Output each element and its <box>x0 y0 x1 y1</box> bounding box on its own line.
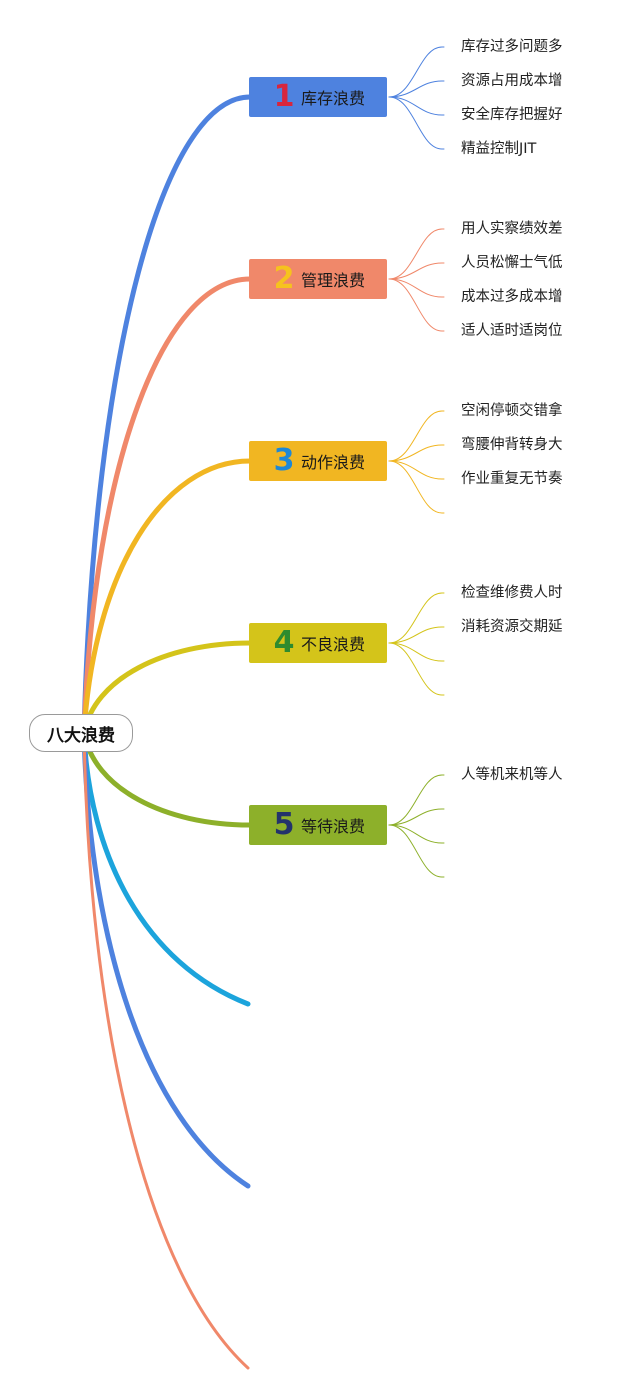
leaf-connector-line <box>388 824 445 844</box>
leaf-connector-line <box>388 96 445 150</box>
topic-number: 4 <box>273 625 295 660</box>
leaf-item[interactable]: 精益控制JIT <box>461 141 537 157</box>
leaf-item[interactable]: 弯腰伸背转身大 <box>461 437 563 453</box>
empty-branch-line <box>81 730 251 1189</box>
topic-number: 5 <box>273 807 295 842</box>
leaf-item[interactable]: 成本过多成本增 <box>461 289 563 305</box>
leaf-connector-line <box>388 642 445 696</box>
leaf-connector-line <box>388 278 445 298</box>
main-branch-line <box>81 730 253 828</box>
leaf-connector-line <box>388 46 445 98</box>
topic-motion-waste[interactable]: 3 动作浪费 <box>249 441 387 481</box>
empty-branch-line <box>82 731 250 1370</box>
leaf-connector-line <box>388 824 445 878</box>
topic-label: 动作浪费 <box>301 453 366 472</box>
leaf-item[interactable]: 空闲停顿交错拿 <box>461 403 563 419</box>
leaf-connector-line <box>388 642 445 662</box>
topic-number: 3 <box>273 443 295 478</box>
leaf-item[interactable]: 作业重复无节奏 <box>461 471 563 487</box>
leaf-connector-line <box>388 444 445 462</box>
root-label: 八大浪费 <box>47 725 115 746</box>
leaf-item[interactable]: 资源占用成本增 <box>461 73 563 89</box>
leaf-connector-line <box>388 808 445 826</box>
leaf-item[interactable]: 安全库存把握好 <box>461 107 563 123</box>
leaf-connector-line <box>388 460 445 480</box>
leaf-item[interactable]: 人等机来机等人 <box>461 767 563 783</box>
leaf-item[interactable]: 检查维修费人时 <box>461 585 563 601</box>
leaf-connector-line <box>388 592 445 644</box>
main-branch-line <box>81 94 253 736</box>
topic-inventory-waste[interactable]: 1 库存浪费 <box>249 77 387 117</box>
leaf-connector-line <box>388 96 445 116</box>
leaf-connector-line <box>388 228 445 280</box>
topic-waiting-waste[interactable]: 5 等待浪费 <box>249 805 387 845</box>
root-node[interactable]: 八大浪费 <box>29 714 133 752</box>
leaf-item[interactable]: 消耗资源交期延 <box>461 619 563 635</box>
topic-management-waste[interactable]: 2 管理浪费 <box>249 259 387 299</box>
topic-defect-waste[interactable]: 4 不良浪费 <box>249 623 387 663</box>
leaf-item[interactable]: 用人实察绩效差 <box>461 221 563 237</box>
leaf-item[interactable]: 人员松懈士气低 <box>461 255 563 271</box>
leaf-connector-line <box>388 774 445 826</box>
leaf-connector-line <box>388 262 445 280</box>
leaf-connector-line <box>388 460 445 514</box>
topic-number: 1 <box>273 79 295 114</box>
leaf-item[interactable]: 适人适时适岗位 <box>461 323 563 339</box>
leaf-connector-line <box>388 80 445 98</box>
empty-branch-line <box>81 730 251 1007</box>
topic-label: 不良浪费 <box>301 635 366 654</box>
main-branch-line <box>81 276 253 736</box>
leaf-item[interactable]: 库存过多问题多 <box>461 39 563 55</box>
main-branch-line <box>81 458 253 736</box>
topic-label: 管理浪费 <box>301 271 366 290</box>
topic-label: 等待浪费 <box>301 817 366 836</box>
topic-number: 2 <box>273 261 295 296</box>
topic-label: 库存浪费 <box>301 89 366 108</box>
leaf-connector-line <box>388 278 445 332</box>
leaf-connector-line <box>388 410 445 462</box>
leaf-connector-line <box>388 626 445 644</box>
